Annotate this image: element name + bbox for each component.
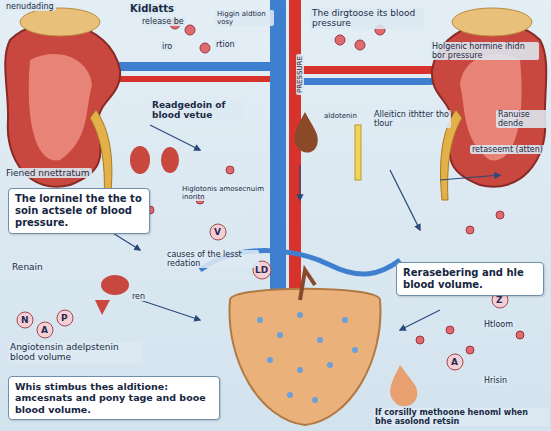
annotation-label: ren (130, 292, 147, 301)
annotation-label: nenudading (4, 2, 56, 11)
text-box: Whis stimbus thes alditione: amcesnats a… (8, 376, 220, 420)
annotation-label: aldotenin (322, 112, 359, 120)
annotation-label: release be (140, 17, 186, 26)
molecule-letter: N (21, 316, 29, 325)
annotation-label: Higlotonis amosecnuim inoritn (180, 185, 269, 201)
molecule-letter: P (61, 314, 68, 323)
annotation-label: iro (160, 42, 174, 51)
annotation-label: Hrisin (482, 376, 509, 385)
annotation-label: retaseemt (atten) (470, 145, 545, 154)
annotation-label: causes of the lesst redation (165, 250, 259, 268)
annotation-label: Ranuise dende (496, 110, 550, 128)
annotation-label: rtion (214, 40, 237, 49)
annotation-label: Readgedoin of blood vetue (150, 100, 244, 121)
annotation-label: Holgenic hormine ihidn bor pressure (430, 42, 539, 60)
annotation-label: Renain (10, 262, 45, 272)
annotation-label: Kidlatts (128, 3, 176, 15)
box-text: The lorninel the the to soin actsele of … (15, 193, 143, 229)
molecule-letter: A (41, 326, 48, 335)
annotation-label: The dirgtoose its blood pressure (310, 8, 424, 29)
molecule-letter: LD (255, 266, 268, 275)
annotation-label: Htloom (482, 320, 515, 329)
annotation-label: Alleiticn ithtter tho tlour (372, 110, 451, 128)
molecule-letter: A (451, 358, 458, 367)
text-box: Rerasebering and hle blood volume. (396, 262, 544, 296)
annotation-label: Fiened nnettratum (4, 168, 92, 178)
box-text: Rerasebering and hle blood volume. (403, 267, 537, 291)
annotation-label: If corsilly methoone henoml when bhe aso… (373, 408, 549, 426)
box-text: Whis stimbus thes alditione: amcesnats a… (15, 381, 213, 415)
annotation-label: PRESSURE (296, 54, 304, 95)
annotation-label: Higgin aldtion vosy (215, 10, 274, 26)
molecule-letter: V (214, 228, 221, 237)
text-box: The lorninel the the to soin actsele of … (8, 188, 150, 234)
molecule-letter: Z (496, 296, 503, 305)
annotation-label: Angiotensin adelpstenin blood volume (8, 342, 142, 363)
